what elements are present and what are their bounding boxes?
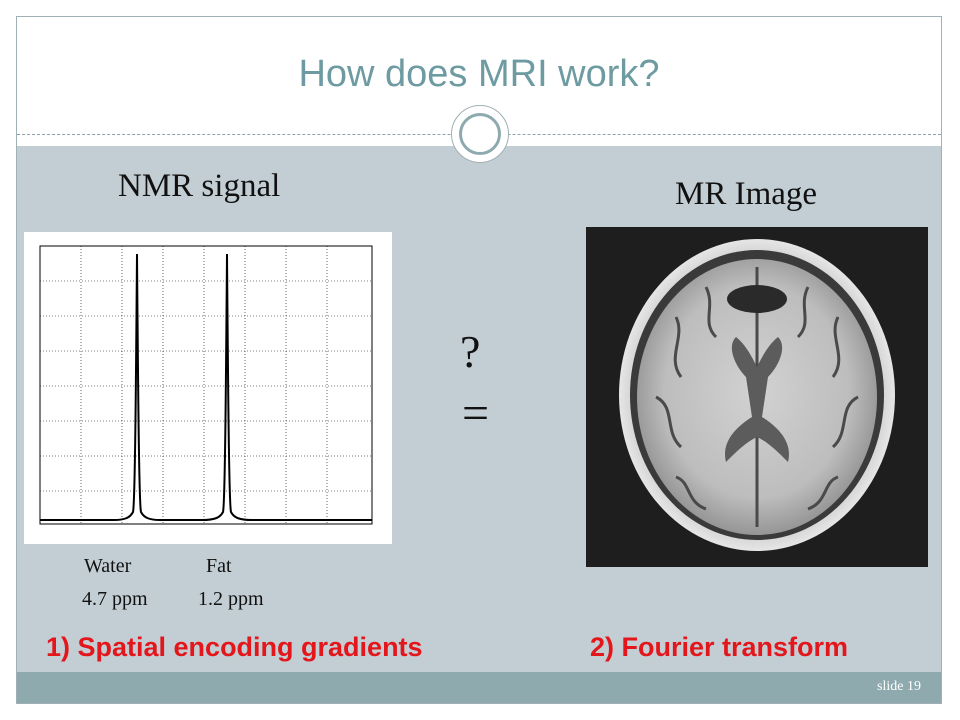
plot-axes-frame	[39, 245, 373, 525]
divider-ring-inner	[459, 113, 501, 155]
fat-peak-label: Fat	[206, 555, 232, 577]
brain-image-svg	[586, 227, 928, 567]
nmr-spectrum-plot	[24, 232, 392, 544]
water-ppm-value: 4.7 ppm	[82, 588, 148, 610]
slide-title: How does MRI work?	[298, 53, 660, 95]
slide-frame	[16, 16, 942, 704]
nmr-signal-heading: NMR signal	[118, 168, 281, 204]
equals-sign: =	[462, 387, 490, 440]
step-spatial-encoding: 1) Spatial encoding gradients	[46, 632, 423, 662]
spectrum-line	[40, 253, 372, 521]
water-peak-label: Water	[84, 555, 132, 577]
mr-brain-image	[586, 227, 928, 567]
nmr-spectrum-svg	[39, 245, 373, 525]
mr-image-heading: MR Image	[675, 176, 818, 212]
question-mark: ?	[460, 326, 481, 377]
step-fourier-transform: 2) Fourier transform	[590, 632, 849, 662]
slide-number: slide 19	[877, 679, 921, 694]
slide-footer: slide 19	[17, 672, 941, 703]
ventricles	[725, 337, 789, 462]
plot-grid	[40, 246, 372, 524]
divider-ring-icon	[451, 105, 509, 163]
fat-ppm-value: 1.2 ppm	[198, 588, 264, 610]
